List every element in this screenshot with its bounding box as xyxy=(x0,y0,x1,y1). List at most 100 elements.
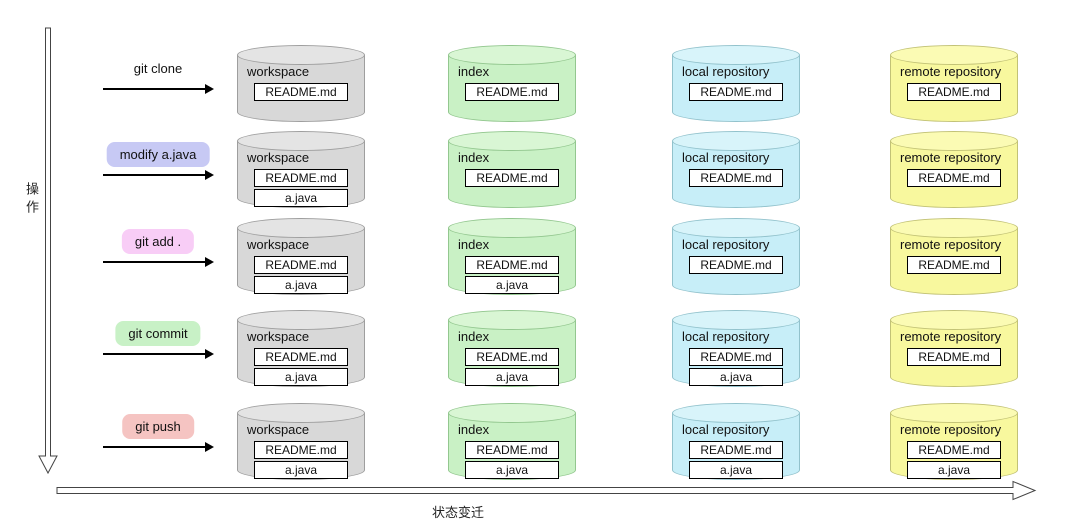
operation-cell: git commit xyxy=(103,310,214,387)
cylinder-title: local repository xyxy=(682,329,770,344)
cylinder-top-ellipse xyxy=(890,45,1018,65)
cylinder-top-ellipse xyxy=(237,131,365,151)
file-box: README.md xyxy=(907,256,1001,274)
cylinder-top-ellipse xyxy=(448,218,576,238)
x-axis-arrow xyxy=(56,480,1037,501)
cylinder-top-ellipse xyxy=(890,131,1018,151)
file-box: a.java xyxy=(907,461,1001,479)
cylinder-title: index xyxy=(458,64,490,79)
operation-badge: git push xyxy=(122,414,194,439)
cylinder-title: remote repository xyxy=(900,329,1002,344)
cylinder-top-ellipse xyxy=(237,45,365,65)
cylinder-title: index xyxy=(458,329,490,344)
cylinder-top-ellipse xyxy=(448,45,576,65)
file-box: README.md xyxy=(465,83,559,101)
y-axis-label: 操作 xyxy=(24,182,39,218)
cylinder-top-ellipse xyxy=(890,403,1018,423)
file-box: README.md xyxy=(907,441,1001,459)
file-box: README.md xyxy=(254,256,348,274)
operation-label: git clone xyxy=(133,61,183,76)
file-box: a.java xyxy=(254,461,348,479)
cylinder-title: index xyxy=(458,150,490,165)
cylinder-title: remote repository xyxy=(900,422,1002,437)
file-box: README.md xyxy=(254,441,348,459)
file-box: a.java xyxy=(689,368,783,386)
cylinder-title: remote repository xyxy=(900,64,1002,79)
file-box: README.md xyxy=(465,256,559,274)
cylinder-title: workspace xyxy=(247,422,310,437)
file-box: README.md xyxy=(907,169,1001,187)
operation-cell: git push xyxy=(103,403,214,480)
file-box: a.java xyxy=(465,461,559,479)
file-box: README.md xyxy=(465,169,559,187)
file-box: README.md xyxy=(907,83,1001,101)
operation-arrow xyxy=(103,349,214,359)
operation-arrow xyxy=(103,84,214,94)
cylinder-top-ellipse xyxy=(672,310,800,330)
cylinder-title: index xyxy=(458,237,490,252)
cylinder-title: workspace xyxy=(247,150,310,165)
file-box: README.md xyxy=(689,441,783,459)
cylinder-top-ellipse xyxy=(237,218,365,238)
file-box: README.md xyxy=(465,441,559,459)
cylinder-title: local repository xyxy=(682,150,770,165)
file-box: README.md xyxy=(689,169,783,187)
file-box: a.java xyxy=(254,368,348,386)
operation-arrow xyxy=(103,257,214,267)
file-box: README.md xyxy=(254,83,348,101)
file-box: README.md xyxy=(689,83,783,101)
file-box: README.md xyxy=(689,256,783,274)
cylinder-top-ellipse xyxy=(237,403,365,423)
operation-cell: git clone xyxy=(103,45,214,122)
operation-arrow xyxy=(103,442,214,452)
cylinder-top-ellipse xyxy=(890,310,1018,330)
cylinder-title: workspace xyxy=(247,64,310,79)
cylinder-title: local repository xyxy=(682,64,770,79)
file-box: README.md xyxy=(254,169,348,187)
file-box: a.java xyxy=(465,276,559,294)
operation-cell: modify a.java xyxy=(103,131,214,208)
file-box: README.md xyxy=(465,348,559,366)
cylinder-top-ellipse xyxy=(672,131,800,151)
operation-badge: git add . xyxy=(121,229,195,254)
cylinder-top-ellipse xyxy=(448,310,576,330)
cylinder-title: remote repository xyxy=(900,237,1002,252)
operation-badge: modify a.java xyxy=(106,142,210,167)
